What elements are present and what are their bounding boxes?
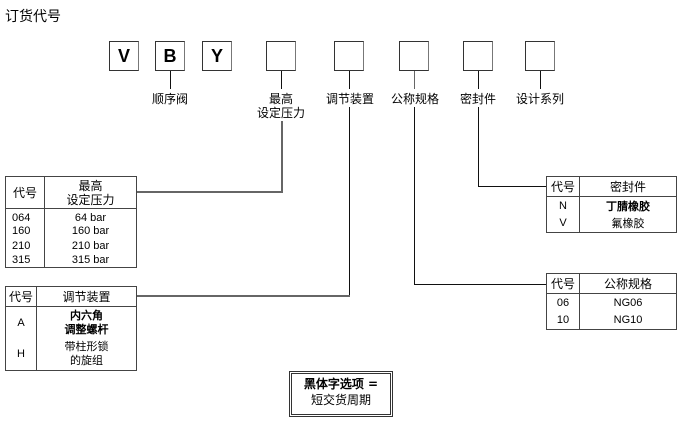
note-line2: 短交货周期 — [310, 393, 371, 407]
row-code: V — [546, 214, 580, 233]
code-box-y: Y — [202, 41, 232, 71]
row-code: H — [5, 338, 37, 371]
leader-line-seal — [478, 107, 479, 187]
table-row: 10 NG10 — [546, 311, 677, 330]
label-design-series: 设计系列 — [515, 92, 564, 106]
leader-line-adjustment — [137, 295, 350, 297]
row-code: 06 — [546, 293, 580, 312]
code-box-size — [399, 41, 429, 71]
row-desc: NG06 — [613, 296, 643, 309]
leader-line-pressure — [137, 191, 283, 193]
row-code: 10 — [546, 311, 580, 330]
leader-line-adjustment — [349, 107, 350, 297]
connector-line — [349, 71, 350, 89]
table-header-code: 代号 — [5, 286, 37, 307]
note-box: 黑体字选项 = 短交货周期 — [289, 371, 393, 417]
label-max-pressure: 最高 设定压力 — [251, 92, 311, 120]
label-valve-type: 顺序阀 — [151, 92, 188, 106]
row-desc: 带柱形锁 的旋组 — [37, 339, 137, 371]
connector-line — [281, 71, 282, 89]
table-nominal-size: 代号 公称规格 06 NG06 10 NG10 — [546, 273, 677, 330]
row-code: N — [546, 196, 580, 215]
note-line1: 黑体字选项 = — [303, 377, 379, 391]
table-row: 210 210 bar — [5, 238, 137, 253]
table-row: V 氟橡胶 — [546, 214, 677, 233]
table-row: 06 NG06 — [546, 293, 677, 312]
row-desc: 160 bar — [71, 225, 110, 237]
table-max-pressure: 代号 最高 设定压力 064 64 bar 160 160 bar 210 21… — [5, 176, 137, 268]
code-box-b: B — [155, 41, 185, 71]
row-code: A — [5, 306, 37, 339]
leader-line-size — [414, 107, 415, 285]
label-seal: 密封件 — [459, 92, 496, 106]
label-nominal-size: 公称规格 — [390, 92, 439, 106]
table-row: 064 64 bar — [5, 208, 137, 224]
code-box-adjustment — [334, 41, 364, 71]
table-header-code: 代号 — [546, 176, 580, 197]
label-adjustment: 调节装置 — [325, 92, 374, 106]
desc-line1: 内六角 — [70, 308, 103, 322]
desc-line2: 的旋组 — [70, 354, 103, 368]
header-line2: 设定压力 — [66, 192, 115, 207]
table-header-desc: 调节装置 — [36, 286, 137, 307]
label-max-pressure-line2: 设定压力 — [256, 106, 305, 120]
connector-line — [414, 71, 415, 89]
table-row: 315 315 bar — [5, 253, 137, 267]
row-desc: 315 bar — [71, 253, 110, 266]
leader-line-pressure — [281, 121, 283, 193]
code-box-seal — [463, 41, 493, 71]
order-code-title: 订货代号 — [5, 9, 61, 25]
table-row: A 内六角 调整螺杆 — [5, 306, 137, 339]
row-desc: 丁腈橡胶 — [606, 199, 650, 213]
desc-line1: 带柱形锁 — [64, 340, 109, 354]
code-box-pressure — [266, 41, 296, 71]
code-box-v: V — [109, 41, 139, 71]
table-header-desc: 最高 设定压力 — [44, 176, 137, 209]
row-code: 315 — [5, 253, 45, 267]
leader-line-size — [414, 284, 546, 285]
row-desc: 氟橡胶 — [611, 217, 645, 231]
row-code: 064 — [5, 208, 45, 224]
row-desc: NG10 — [613, 314, 643, 327]
table-row: N 丁腈橡胶 — [546, 196, 677, 215]
table-row: H 带柱形锁 的旋组 — [5, 338, 137, 371]
row-code: 160 — [5, 224, 45, 238]
connector-line — [478, 71, 479, 89]
table-header-code: 代号 — [546, 273, 580, 294]
row-desc: 210 bar — [71, 239, 110, 252]
connector-line — [540, 71, 541, 89]
header-line1: 最高 — [78, 178, 103, 193]
code-box-series — [525, 41, 555, 71]
desc-line2: 调整螺杆 — [64, 322, 109, 336]
table-row: 160 160 bar — [5, 224, 137, 238]
table-header-code: 代号 — [5, 176, 45, 209]
leader-line-seal — [478, 186, 546, 187]
table-header-desc: 密封件 — [579, 176, 677, 197]
row-code: 210 — [5, 238, 45, 253]
row-desc: 内六角 调整螺杆 — [37, 307, 137, 339]
table-header-desc: 公称规格 — [579, 273, 677, 294]
label-max-pressure-line1: 最高 — [268, 92, 293, 106]
table-seal: 代号 密封件 N 丁腈橡胶 V 氟橡胶 — [546, 176, 677, 233]
row-desc: 64 bar — [74, 212, 107, 224]
table-adjustment: 代号 调节装置 A 内六角 调整螺杆 H 带柱形锁 的旋组 — [5, 286, 137, 371]
connector-line — [170, 71, 171, 89]
